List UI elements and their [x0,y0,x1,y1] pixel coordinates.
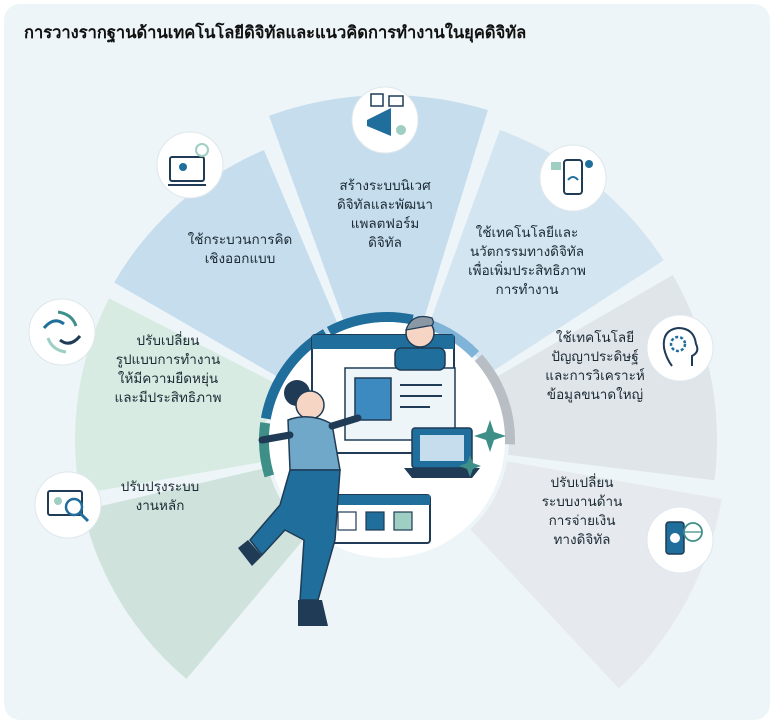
ring-arc-5 [474,354,515,445]
hand [57,310,78,327]
toolbar-swatch-white [337,511,357,531]
woman-sweater [287,416,341,471]
segment-label-line: ทางดิจิทัล [553,532,611,548]
magnifier-lens [64,497,84,517]
segment-label-5: ปรับเปลี่ยนระบบงานด้านการจ่ายเงินทางดิจิ… [497,474,667,550]
segment-label-line: สร้างระบบนิเวศ [339,178,431,194]
digital-payment-icon [646,506,714,574]
ring-arc-1 [259,422,275,478]
sparkle-icon [474,420,506,452]
segment-label-line: ให้มีความยืดหยุ่น [117,371,219,387]
monitor [169,156,205,182]
calendar [370,93,384,107]
lightbulb [195,143,209,157]
core-system-analysis-icon [34,471,102,539]
icon-badge [28,298,96,366]
megaphone [367,108,391,136]
segment-label-line: แพลตฟอร์ม [350,216,420,232]
icon-badge [34,471,102,539]
segment-label-line: การจ่ายเงิน [548,513,616,529]
woman-jeans [249,469,341,601]
flexible-work-icon [28,298,96,366]
user-head [179,163,187,171]
segment-label-6: ปรับปรุงระบบงานหลัก [75,478,245,516]
wedge-2 [269,95,488,326]
artificial-intelligence-icon [646,314,714,382]
woman-arm [258,431,294,444]
magnifier-handle [78,511,90,523]
segment-label-line: เชิงออกแบบ [204,251,276,267]
sparkle-icon [459,455,481,477]
mini-screen [551,162,561,170]
hand [59,335,82,345]
segment-label-3: ใช้เทคโนโลยีและนวัตกรรมทางดิจิทัลเพื่อเพ… [442,224,612,300]
segment-label-line: ใช้กระบวนการคิด [187,232,293,248]
toolbar-header [320,495,430,505]
chart-dot [54,497,62,505]
woman-arm [328,414,362,430]
laptop-display [420,435,464,461]
man-body [394,347,446,371]
wedge-7 [74,298,279,495]
segment-label-line: เพื่อเพิ่มประสิทธิภาพ [468,263,586,279]
segment-label-line: ปรับปรุงระบบ [120,479,200,495]
coin [670,533,680,543]
center-illustration [238,315,506,626]
ring-arc-3 [326,312,414,336]
segment-label-line: และการวิเคราะห์ [545,368,645,384]
wedge-6 [82,467,309,680]
segment-label-line: ปรับเปลี่ยน [136,333,200,349]
icon-badge [646,314,714,382]
segment-label-line: ปรับเปลี่ยน [550,475,614,491]
node [585,160,593,168]
segment-label-2: สร้างระบบนิเวศดิจิทัลและพัฒนาแพลตฟอร์มดิ… [300,177,470,253]
wifi [567,176,579,181]
image-card [354,377,392,421]
segment-label-line: ข้อมูลขนาดใหญ่ [546,387,644,403]
hand [42,319,65,329]
infographic-title: การวางรากฐานด้านเทคโนโลยีดิจิทัลและแนวคิ… [24,23,527,42]
toolbar-swatch-mint [393,511,413,531]
segment-label-line: ดิจิทัล [368,235,402,251]
segment-label-line: ดิจิทัลและพัฒนา [337,197,433,213]
segment-label-line: ใช้เทคโนโลยี [555,330,635,346]
segment-label-line: ปัญญาประดิษฐ์ [551,349,639,365]
woman-shoe [238,540,262,566]
video-player [388,95,404,107]
icon-badge [156,131,224,199]
phone [563,159,583,195]
laptop-base [404,468,480,478]
segment-label-line: และมีประสิทธิภาพ [114,390,222,406]
wedge-3 [428,129,664,374]
segment-label-1: ใช้กระบวนการคิดเชิงออกแบบ [155,231,325,269]
segment-label-line: รูปแบบการทำงาน [115,352,221,368]
woman-shoe [298,600,328,626]
segment-label-7: ปรับเปลี่ยนรูปแบบการทำงานให้มีความยืดหยุ… [83,332,253,408]
segment-label-line: การทำงาน [495,282,559,298]
segment-label-line: งานหลัก [135,498,185,514]
social-badge [396,125,406,135]
gear [669,335,687,353]
segment-label-line: ระบบงานด้าน [541,494,623,510]
segment-label-line: นวัตกรรมทางดิจิทัล [469,244,585,260]
woman-head [295,390,325,420]
segment-label-4: ใช้เทคโนโลยีปัญญาประดิษฐ์และการวิเคราะห์… [510,329,680,405]
mobile-technology-icon [539,144,607,212]
hand [46,337,67,354]
man-hair [405,315,434,331]
segment-label-line: ใช้เทคโนโลยีและ [475,225,579,241]
icon-layer [28,86,714,574]
design-thinking-icon [156,131,224,199]
toolbar-swatch-blue [365,511,385,531]
head-outline [662,326,699,367]
digital-marketing-icon [351,86,419,154]
wedge-1 [114,150,340,379]
